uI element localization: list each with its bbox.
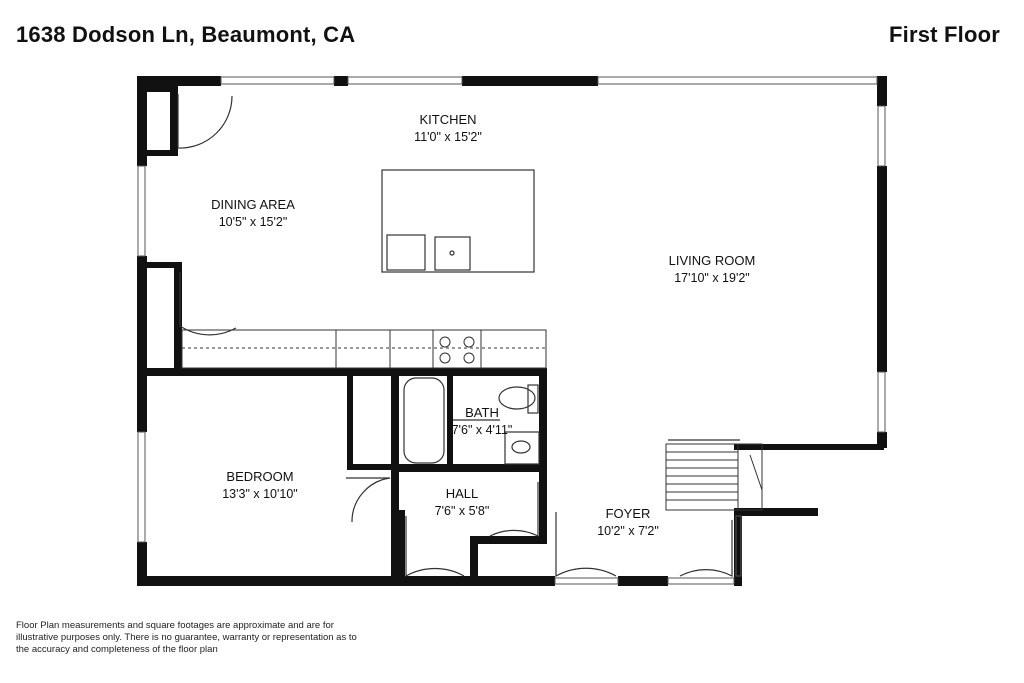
kitchen-label: KITCHEN [419, 112, 476, 127]
foyer-label: FOYER [606, 506, 651, 521]
hall-dims: 7'6" x 5'8" [435, 504, 490, 518]
walls [137, 76, 887, 586]
property-address: 1638 Dodson Ln, Beaumont, CA [16, 22, 356, 47]
bath-dims: 7'6" x 4'11" [452, 423, 513, 437]
bath-fixtures [403, 377, 540, 465]
floor-label: First Floor [889, 22, 1000, 47]
bedroom-dims: 13'3" x 10'10" [222, 487, 298, 501]
dining-dims: 10'5" x 15'2" [219, 215, 288, 229]
room-labels: KITCHEN 11'0" x 15'2" DINING AREA 10'5" … [211, 112, 755, 538]
kitchen-dims: 11'0" x 15'2" [414, 130, 482, 144]
windows [137, 76, 886, 585]
doors [177, 94, 740, 578]
bath-label: BATH [465, 405, 499, 420]
kitchen-island [381, 169, 535, 273]
disclaimer-text: Floor Plan measurements and square foota… [16, 620, 357, 655]
stairs [665, 443, 763, 511]
living-dims: 17'10" x 19'2" [674, 271, 750, 285]
dining-label: DINING AREA [211, 197, 295, 212]
foyer-dims: 10'2" x 7'2" [597, 524, 659, 538]
living-label: LIVING ROOM [669, 253, 756, 268]
bedroom-label: BEDROOM [226, 469, 293, 484]
counters [181, 329, 547, 369]
hall-label: HALL [446, 486, 479, 501]
